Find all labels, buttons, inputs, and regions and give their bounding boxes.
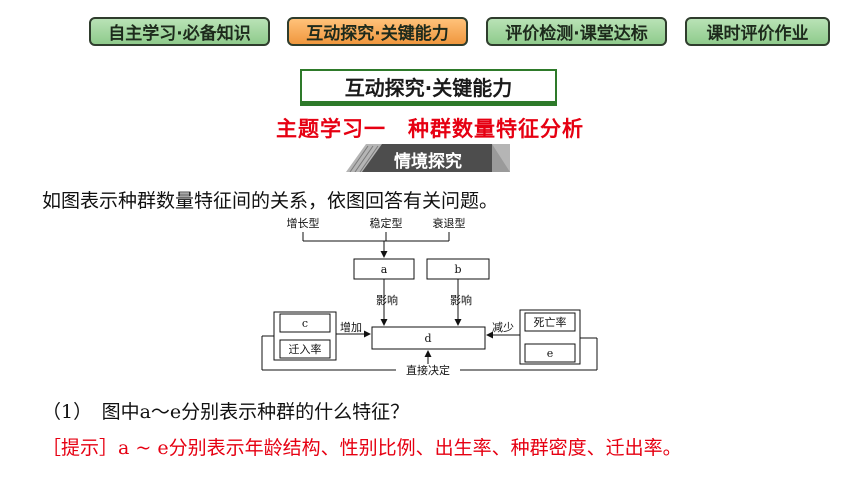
label-influence-right: 影响	[450, 294, 472, 307]
section-title: 互动探究·关键能力	[300, 69, 557, 103]
label-decrease: 减少	[492, 321, 514, 334]
topic-heading: 主题学习一 种群数量特征分析	[276, 117, 584, 141]
box-e	[524, 343, 576, 363]
section-title-text: 互动探究·关键能力	[344, 75, 513, 100]
label-growth-type: 增长型	[287, 216, 320, 230]
intro-text: 如图表示种群数量特征间的关系，依图回答有关问题。	[42, 190, 499, 212]
label-stable-type: 稳定型	[370, 216, 403, 230]
box-c-label: c	[302, 317, 308, 330]
box-death-rate	[524, 312, 576, 332]
box-c	[279, 313, 331, 333]
box-d-label: d	[424, 332, 431, 345]
box-e-label: e	[547, 347, 554, 360]
label-direct-decide: 直接决定	[406, 363, 450, 376]
box-immigration	[279, 339, 331, 359]
tab-self-study[interactable]: 自主学习·必备知识	[89, 17, 270, 46]
banner-label: 情境探究	[394, 152, 462, 172]
tab-homework[interactable]: 课时评价作业	[685, 17, 830, 46]
box-a-label: a	[381, 263, 388, 276]
tab-interactive-exploration[interactable]: 互动探究·关键能力	[287, 17, 468, 46]
hint-answer: ［提示］a ~ e分别表示年龄结构、性别比例、出生率、种群密度、迁出率。	[42, 433, 682, 460]
death-rate-label: 死亡率	[534, 315, 567, 329]
box-b-label: b	[454, 263, 461, 276]
tab-label: 互动探究·关键能力	[306, 24, 449, 44]
box-d	[371, 326, 486, 350]
right-group-frame	[519, 309, 581, 365]
hint-text: a ~ e分别表示年龄结构、性别比例、出生率、种群密度、迁出率。	[118, 437, 682, 459]
tab-evaluation[interactable]: 评价检测·课堂达标	[486, 17, 667, 46]
population-diagram: 增长型 稳定型 衰退型 a b 影响 影响 d c 迁入率 增加 死亡率 e 减…	[261, 216, 598, 376]
hint-tag: ［提示］	[42, 437, 119, 459]
label-decline-type: 衰退型	[433, 216, 466, 230]
scenario-banner	[346, 144, 510, 172]
question-1: （1） 图中a～e分别表示种群的什么特征？	[42, 401, 410, 423]
tab-label: 自主学习·必备知识	[108, 24, 251, 44]
label-influence-left: 影响	[376, 294, 398, 307]
label-increase: 增加	[340, 320, 362, 334]
tab-label: 评价检测·课堂达标	[505, 24, 648, 44]
immigration-rate-label: 迁入率	[289, 342, 322, 356]
tab-label: 课时评价作业	[706, 24, 809, 44]
